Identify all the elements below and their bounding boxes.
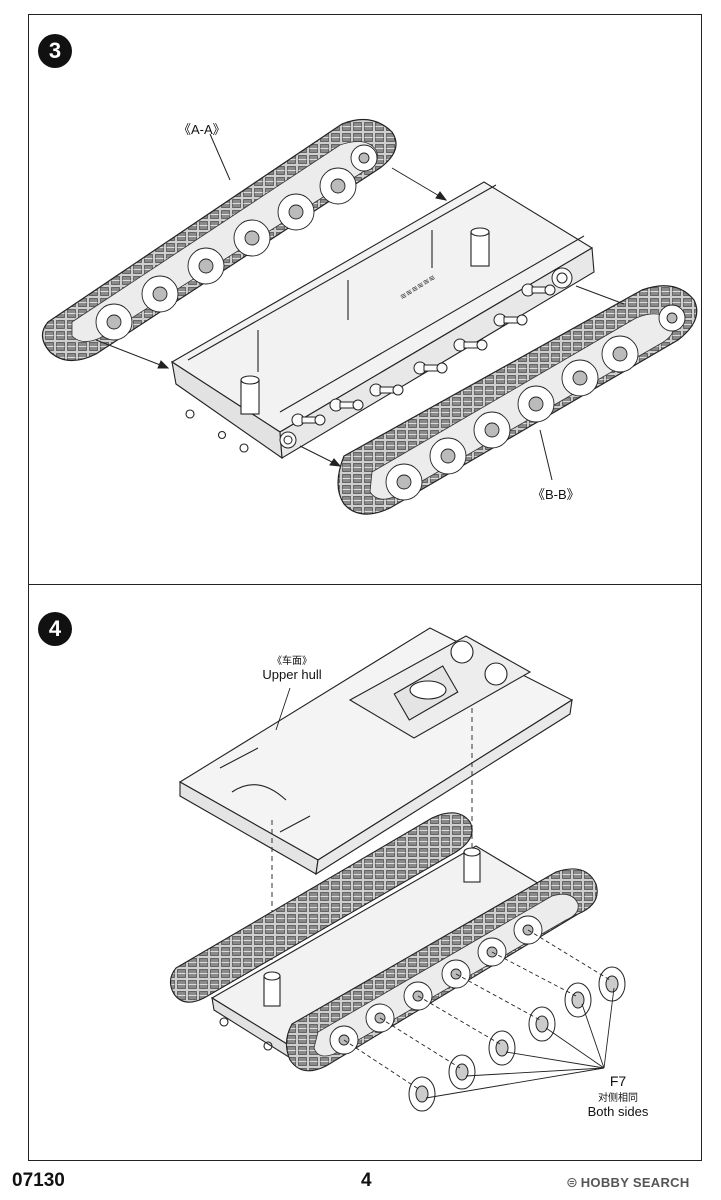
step-number-badge: 3 <box>38 34 72 68</box>
part-code: F7 <box>609 1073 627 1089</box>
upper-hull-label: 《车面》 Upper hull <box>252 652 332 682</box>
suspension-arms <box>279 267 573 449</box>
track-right <box>337 285 698 515</box>
kit-number: 07130 <box>12 1170 65 1191</box>
watermark-logo-icon: ⊜ <box>566 1173 578 1190</box>
upper-hull <box>178 627 574 876</box>
lower-hull-assembly <box>210 845 568 1065</box>
track-assembly-right <box>285 868 598 1072</box>
part-note-zh: 对侧相同 <box>598 1093 638 1104</box>
step-divider <box>28 584 702 585</box>
track-left <box>41 118 397 362</box>
watermark: ⊜ HOBBY SEARCH <box>566 1173 690 1191</box>
assembly-arrows <box>95 133 625 481</box>
page-frame <box>28 14 702 1161</box>
road-wheels-right <box>385 304 686 501</box>
f7-leaders <box>343 929 615 1099</box>
upper-hull-leader <box>275 687 291 731</box>
f7-wheels <box>408 966 626 1112</box>
part-label: F7 对侧相同 Both sides <box>578 1073 658 1119</box>
track-label-b: 《B-B》 <box>532 487 580 502</box>
upper-hull-label-zh: 《车面》 <box>272 656 312 667</box>
road-wheels-left <box>95 144 378 341</box>
part-note-en: Both sides <box>587 1104 649 1119</box>
upper-hull-label-en: Upper hull <box>262 667 322 682</box>
track-label-a: 《A-A》 <box>178 122 226 137</box>
track-assembly-left <box>169 812 473 1003</box>
step-number-badge: 4 <box>38 612 72 646</box>
watermark-text: HOBBY SEARCH <box>580 1174 690 1190</box>
page-number: 4 <box>361 1170 372 1191</box>
